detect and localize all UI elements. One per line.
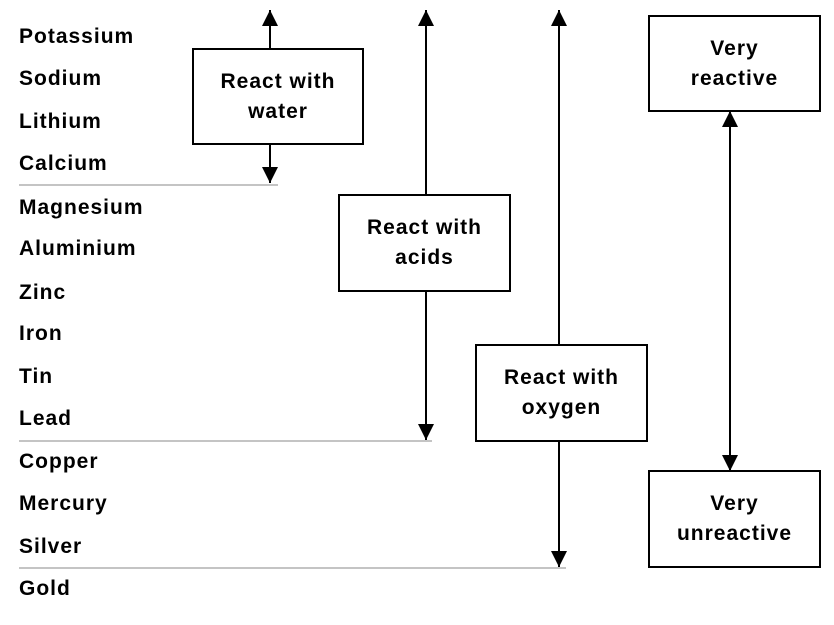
react-with-water-box: React with water bbox=[192, 48, 364, 145]
box-line: acids bbox=[395, 246, 454, 269]
metal-label: Aluminium bbox=[19, 237, 137, 260]
box-line: water bbox=[248, 99, 308, 123]
very-reactive-box: Very reactive bbox=[648, 15, 821, 112]
metal-label: Zinc bbox=[19, 281, 67, 304]
metal-label: Mercury bbox=[19, 492, 108, 515]
metal-label: Sodium bbox=[19, 67, 102, 90]
metal-label: Tin bbox=[19, 365, 54, 388]
react-with-oxygen-box: React with oxygen bbox=[475, 344, 648, 442]
box-line: oxygen bbox=[521, 396, 602, 419]
box-line: reactive bbox=[690, 66, 779, 90]
metal-label: Magnesium bbox=[19, 196, 144, 219]
metal-label: Potassium bbox=[19, 25, 135, 48]
metal-label: Lithium bbox=[19, 110, 102, 133]
box-line: unreactive bbox=[676, 522, 793, 545]
metal-label: Gold bbox=[19, 577, 71, 600]
metal-label: Calcium bbox=[19, 152, 108, 175]
box-line: React with bbox=[503, 366, 620, 389]
metal-label: Silver bbox=[19, 535, 83, 558]
metal-label: Iron bbox=[19, 322, 63, 345]
box-line: Very bbox=[710, 492, 759, 515]
metal-label: Copper bbox=[19, 450, 99, 473]
react-with-acids-box: React with acids bbox=[338, 194, 511, 292]
very-unreactive-box: Very unreactive bbox=[648, 470, 821, 568]
metal-label: Lead bbox=[19, 407, 73, 430]
box-line: React with bbox=[366, 216, 483, 239]
box-line: Very bbox=[710, 36, 759, 60]
box-line: React with bbox=[220, 69, 336, 93]
